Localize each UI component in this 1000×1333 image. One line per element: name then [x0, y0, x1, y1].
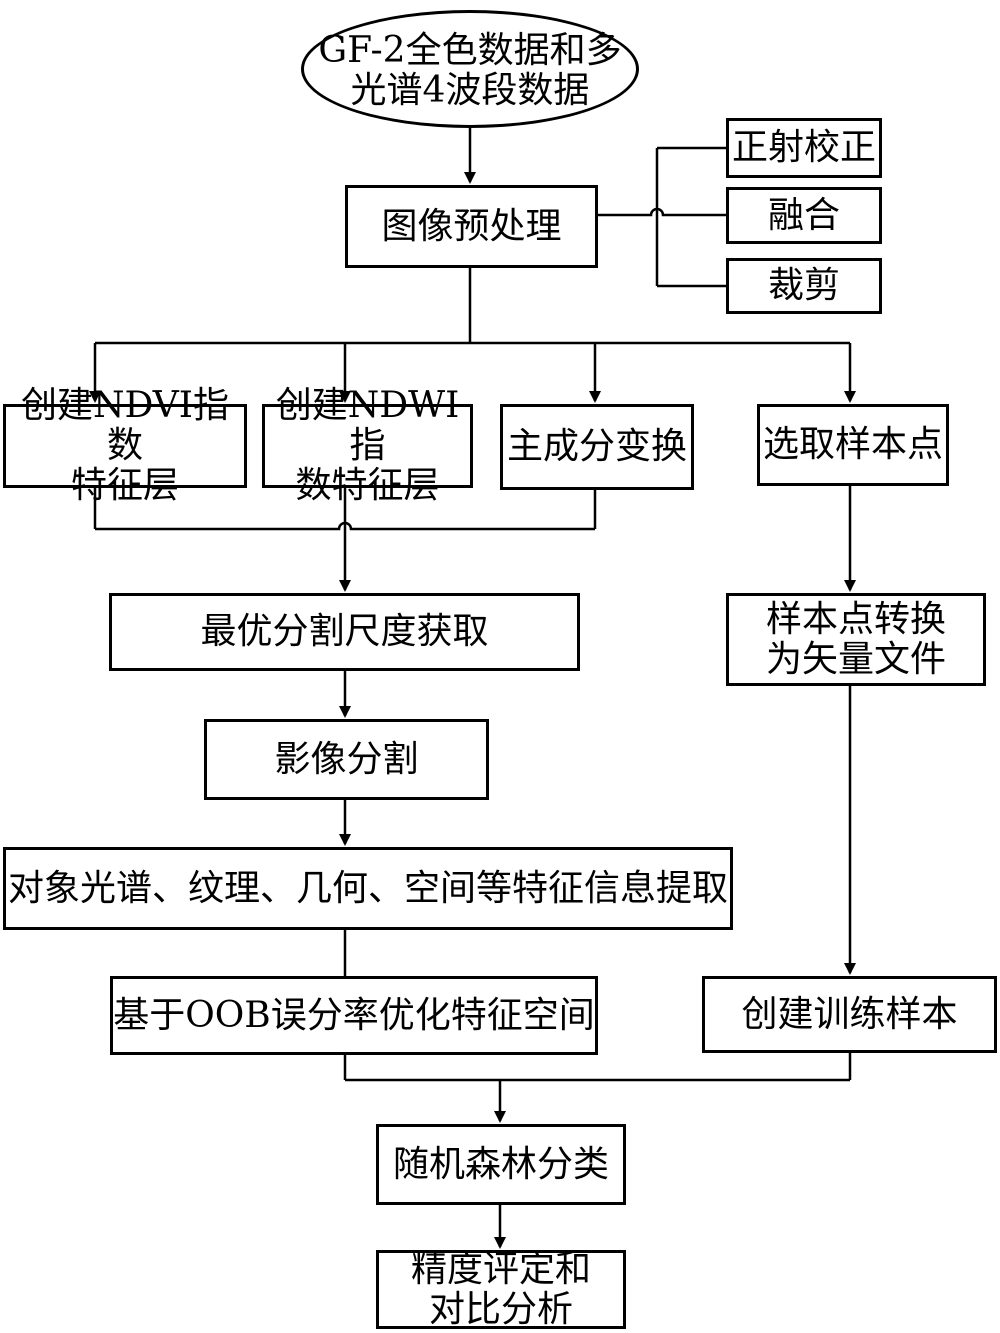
node-image-segmentation: 影像分割: [204, 719, 489, 800]
node-input-data-line1: GF-2全色数据和多: [318, 30, 622, 71]
node-ortho-correction: 正射校正: [726, 118, 882, 178]
node-create-training-samples: 创建训练样本: [702, 976, 997, 1053]
node-pca: 主成分变换: [500, 404, 694, 490]
node-ndwi-layer: 创建NDWI指 数特征层: [262, 386, 473, 506]
node-convert-vector-line1: 样本点转换: [765, 598, 946, 640]
node-ndvi-layer-line1: 创建NDVI指数: [21, 385, 229, 466]
node-pca-label: 主成分变换: [506, 426, 687, 467]
node-ndwi-layer-line2: 数特征层: [295, 465, 440, 506]
node-select-sample-points-label: 选取样本点: [762, 424, 943, 465]
node-random-forest: 随机森林分类: [376, 1124, 626, 1205]
node-fusion: 融合: [726, 187, 882, 244]
node-optimal-scale: 最优分割尺度获取: [109, 593, 580, 671]
node-input-data-line2: 光谱4波段数据: [350, 70, 590, 111]
node-ndvi-layer-line2: 特征层: [70, 465, 179, 506]
node-convert-vector-line2: 为矢量文件: [765, 638, 946, 680]
node-select-sample-points: 选取样本点: [757, 404, 949, 486]
node-random-forest-label: 随机森林分类: [392, 1143, 609, 1185]
node-input-data: GF-2全色数据和多 光谱4波段数据: [301, 10, 639, 128]
node-convert-vector: 样本点转换 为矢量文件: [726, 593, 986, 686]
node-ortho-correction-label: 正射校正: [731, 127, 876, 168]
connector-preprocess-to-bracket: [598, 207, 726, 217]
node-image-preprocessing: 图像预处理: [345, 185, 598, 268]
node-fusion-label: 融合: [767, 194, 840, 236]
node-oob-optimization-label: 基于OOB误分率优化特征空间: [113, 994, 595, 1036]
node-oob-optimization: 基于OOB误分率优化特征空间: [110, 976, 598, 1055]
node-accuracy-assessment-line1: 精度评定和: [410, 1248, 591, 1290]
node-accuracy-assessment-line2: 对比分析: [428, 1288, 573, 1330]
node-image-segmentation-label: 影像分割: [274, 738, 419, 780]
node-feature-extraction: 对象光谱、纹理、几何、空间等特征信息提取: [3, 847, 733, 930]
node-ndwi-layer-line1: 创建NDWI指: [275, 385, 460, 466]
node-ndvi-layer: 创建NDVI指数 特征层: [3, 386, 247, 506]
node-optimal-scale-label: 最优分割尺度获取: [200, 611, 489, 652]
node-image-preprocessing-label: 图像预处理: [381, 205, 562, 247]
node-clip-label: 裁剪: [767, 265, 840, 306]
node-feature-extraction-label: 对象光谱、纹理、几何、空间等特征信息提取: [7, 867, 728, 909]
node-clip: 裁剪: [726, 258, 882, 314]
node-accuracy-assessment: 精度评定和 对比分析: [376, 1248, 626, 1330]
node-create-training-samples-label: 创建训练样本: [741, 993, 958, 1035]
